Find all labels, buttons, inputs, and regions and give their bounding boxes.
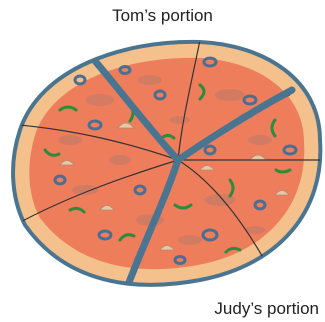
judy-portion-label: Judy’s portion bbox=[214, 299, 319, 319]
